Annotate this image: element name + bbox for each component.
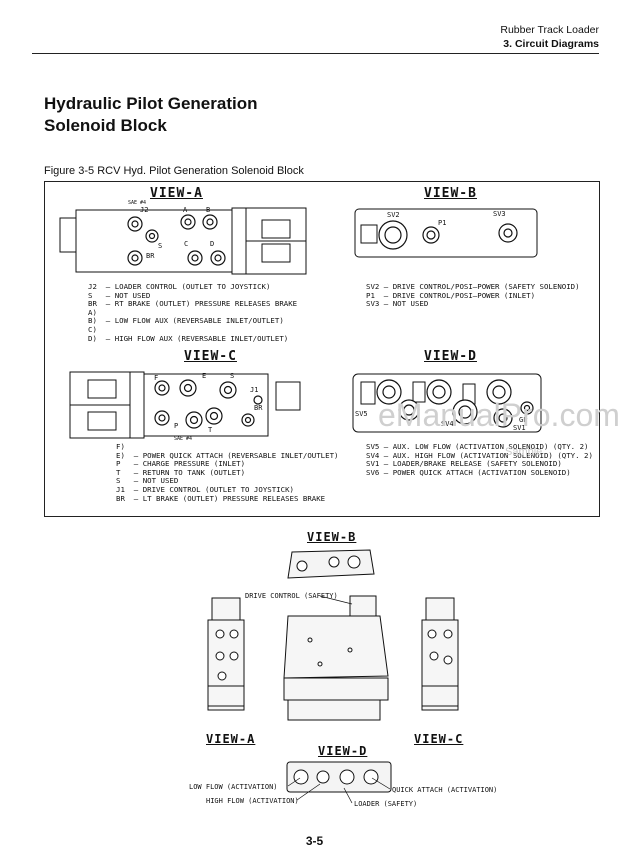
iso-view-d-title: VIEW-D <box>318 744 368 758</box>
iso-assembly-drawing <box>207 595 459 721</box>
iso-loader-label: LOADER (SAFETY) <box>354 800 418 808</box>
port-b-label: B <box>206 206 210 214</box>
view-d-legend: SV5 – AUX. LOW FLOW (ACTIVATION SOLENOID… <box>366 442 593 477</box>
port-a-label: A <box>183 206 188 214</box>
page-number: 3-5 <box>305 834 324 848</box>
view-a-legend: J2 – LOADER CONTROL (OUTLET TO JOYSTICK)… <box>88 282 298 343</box>
port-j2-label: J2 <box>140 206 148 214</box>
header-product: Rubber Track Loader <box>500 24 599 36</box>
view-c-title: VIEW-C <box>184 349 237 364</box>
port-p1-label: P1 <box>438 219 446 227</box>
view-b-legend: SV2 – DRIVE CONTROL/POSI–POWER (SAFETY S… <box>366 282 580 309</box>
iso-low-flow-label: LOW FLOW (ACTIVATION) <box>189 783 278 791</box>
iso-view-c-title: VIEW-C <box>414 732 464 746</box>
sae-label: SAE #4 <box>128 200 146 206</box>
view-b-title: VIEW-B <box>424 186 477 201</box>
port-f-label: F <box>154 374 158 382</box>
port-j1-label: J1 <box>250 386 258 394</box>
figure-frame <box>44 181 600 517</box>
view-a-title: VIEW-A <box>150 186 203 201</box>
header-rule <box>32 53 599 54</box>
port-p-label: P <box>174 422 178 430</box>
iso-view-b-block <box>287 549 375 579</box>
port-s-c-label: S <box>230 372 234 380</box>
iso-high-flow-label: HIGH FLOW (ACTIVATION) <box>206 797 299 805</box>
iso-view-a-title: VIEW-A <box>206 732 256 746</box>
header-chapter: 3. Circuit Diagrams <box>503 38 599 50</box>
port-sv1-label: SV1 <box>513 424 526 432</box>
port-t-label: T <box>208 426 213 434</box>
section-title: Hydraulic Pilot Generation Solenoid Bloc… <box>44 94 258 135</box>
view-a-drawing: J2 A B S C D BR SAE #4 <box>59 200 307 275</box>
port-e-label: E <box>202 372 206 380</box>
iso-quick-attach-label: QUICK ATTACH (ACTIVATION) <box>392 786 498 794</box>
port-gp-label: GP <box>519 416 527 424</box>
running-header: Rubber Track Loader 3. Circuit Diagrams <box>500 23 599 51</box>
port-sv3-label: SV3 <box>493 210 506 218</box>
sae-c-label: SAE #4 <box>174 436 192 442</box>
view-b-drawing: SV2 P1 SV3 <box>354 208 538 258</box>
port-d-label: D <box>210 240 214 248</box>
figure-caption: Figure 3-5 RCV Hyd. Pilot Generation Sol… <box>44 165 304 177</box>
port-s-label: S <box>158 242 162 250</box>
view-c-legend: F)E) – POWER QUICK ATTACH (REVERSABLE IN… <box>116 442 339 503</box>
port-sv5-label: SV5 <box>355 410 368 418</box>
view-d-title: VIEW-D <box>424 349 477 364</box>
watermark: eManualPro.com <box>378 397 620 433</box>
port-c-label: C <box>184 240 188 248</box>
port-br-label: BR <box>146 252 155 260</box>
port-sv4-label: SV4 <box>441 420 454 428</box>
view-d-drawing: SV5 SV4 SV1 GP <box>352 373 542 433</box>
port-br-c-label: BR <box>254 404 263 412</box>
port-sv2-label: SV2 <box>387 211 400 219</box>
view-c-drawing: F E S J1 P T BR SAE #4 <box>69 371 301 442</box>
iso-view-b-title: VIEW-B <box>307 530 357 544</box>
iso-view-d-block <box>286 761 392 793</box>
watermark-sub: Sample <box>505 446 543 458</box>
